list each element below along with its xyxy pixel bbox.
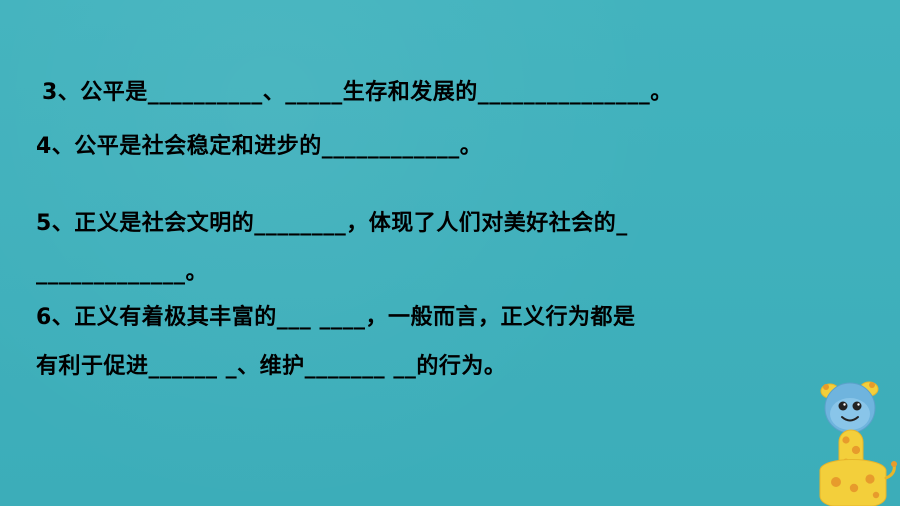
question-6-continued: 有利于促进______ _、维护_______ __的行为。: [36, 354, 507, 379]
question-5: 5、正义是社会文明的________，体现了人们对美好社会的_: [36, 211, 628, 236]
giraffe-icon: [819, 381, 897, 506]
question-3: 3、公平是__________、_____生存和发展的_____________…: [42, 80, 673, 105]
question-5-continued: _____________。: [36, 260, 209, 285]
question-6: 6、正义有着极其丰富的___ ____，一般而言，正义行为都是: [36, 305, 636, 330]
question-4: 4、公平是社会稳定和进步的____________。: [36, 134, 483, 159]
